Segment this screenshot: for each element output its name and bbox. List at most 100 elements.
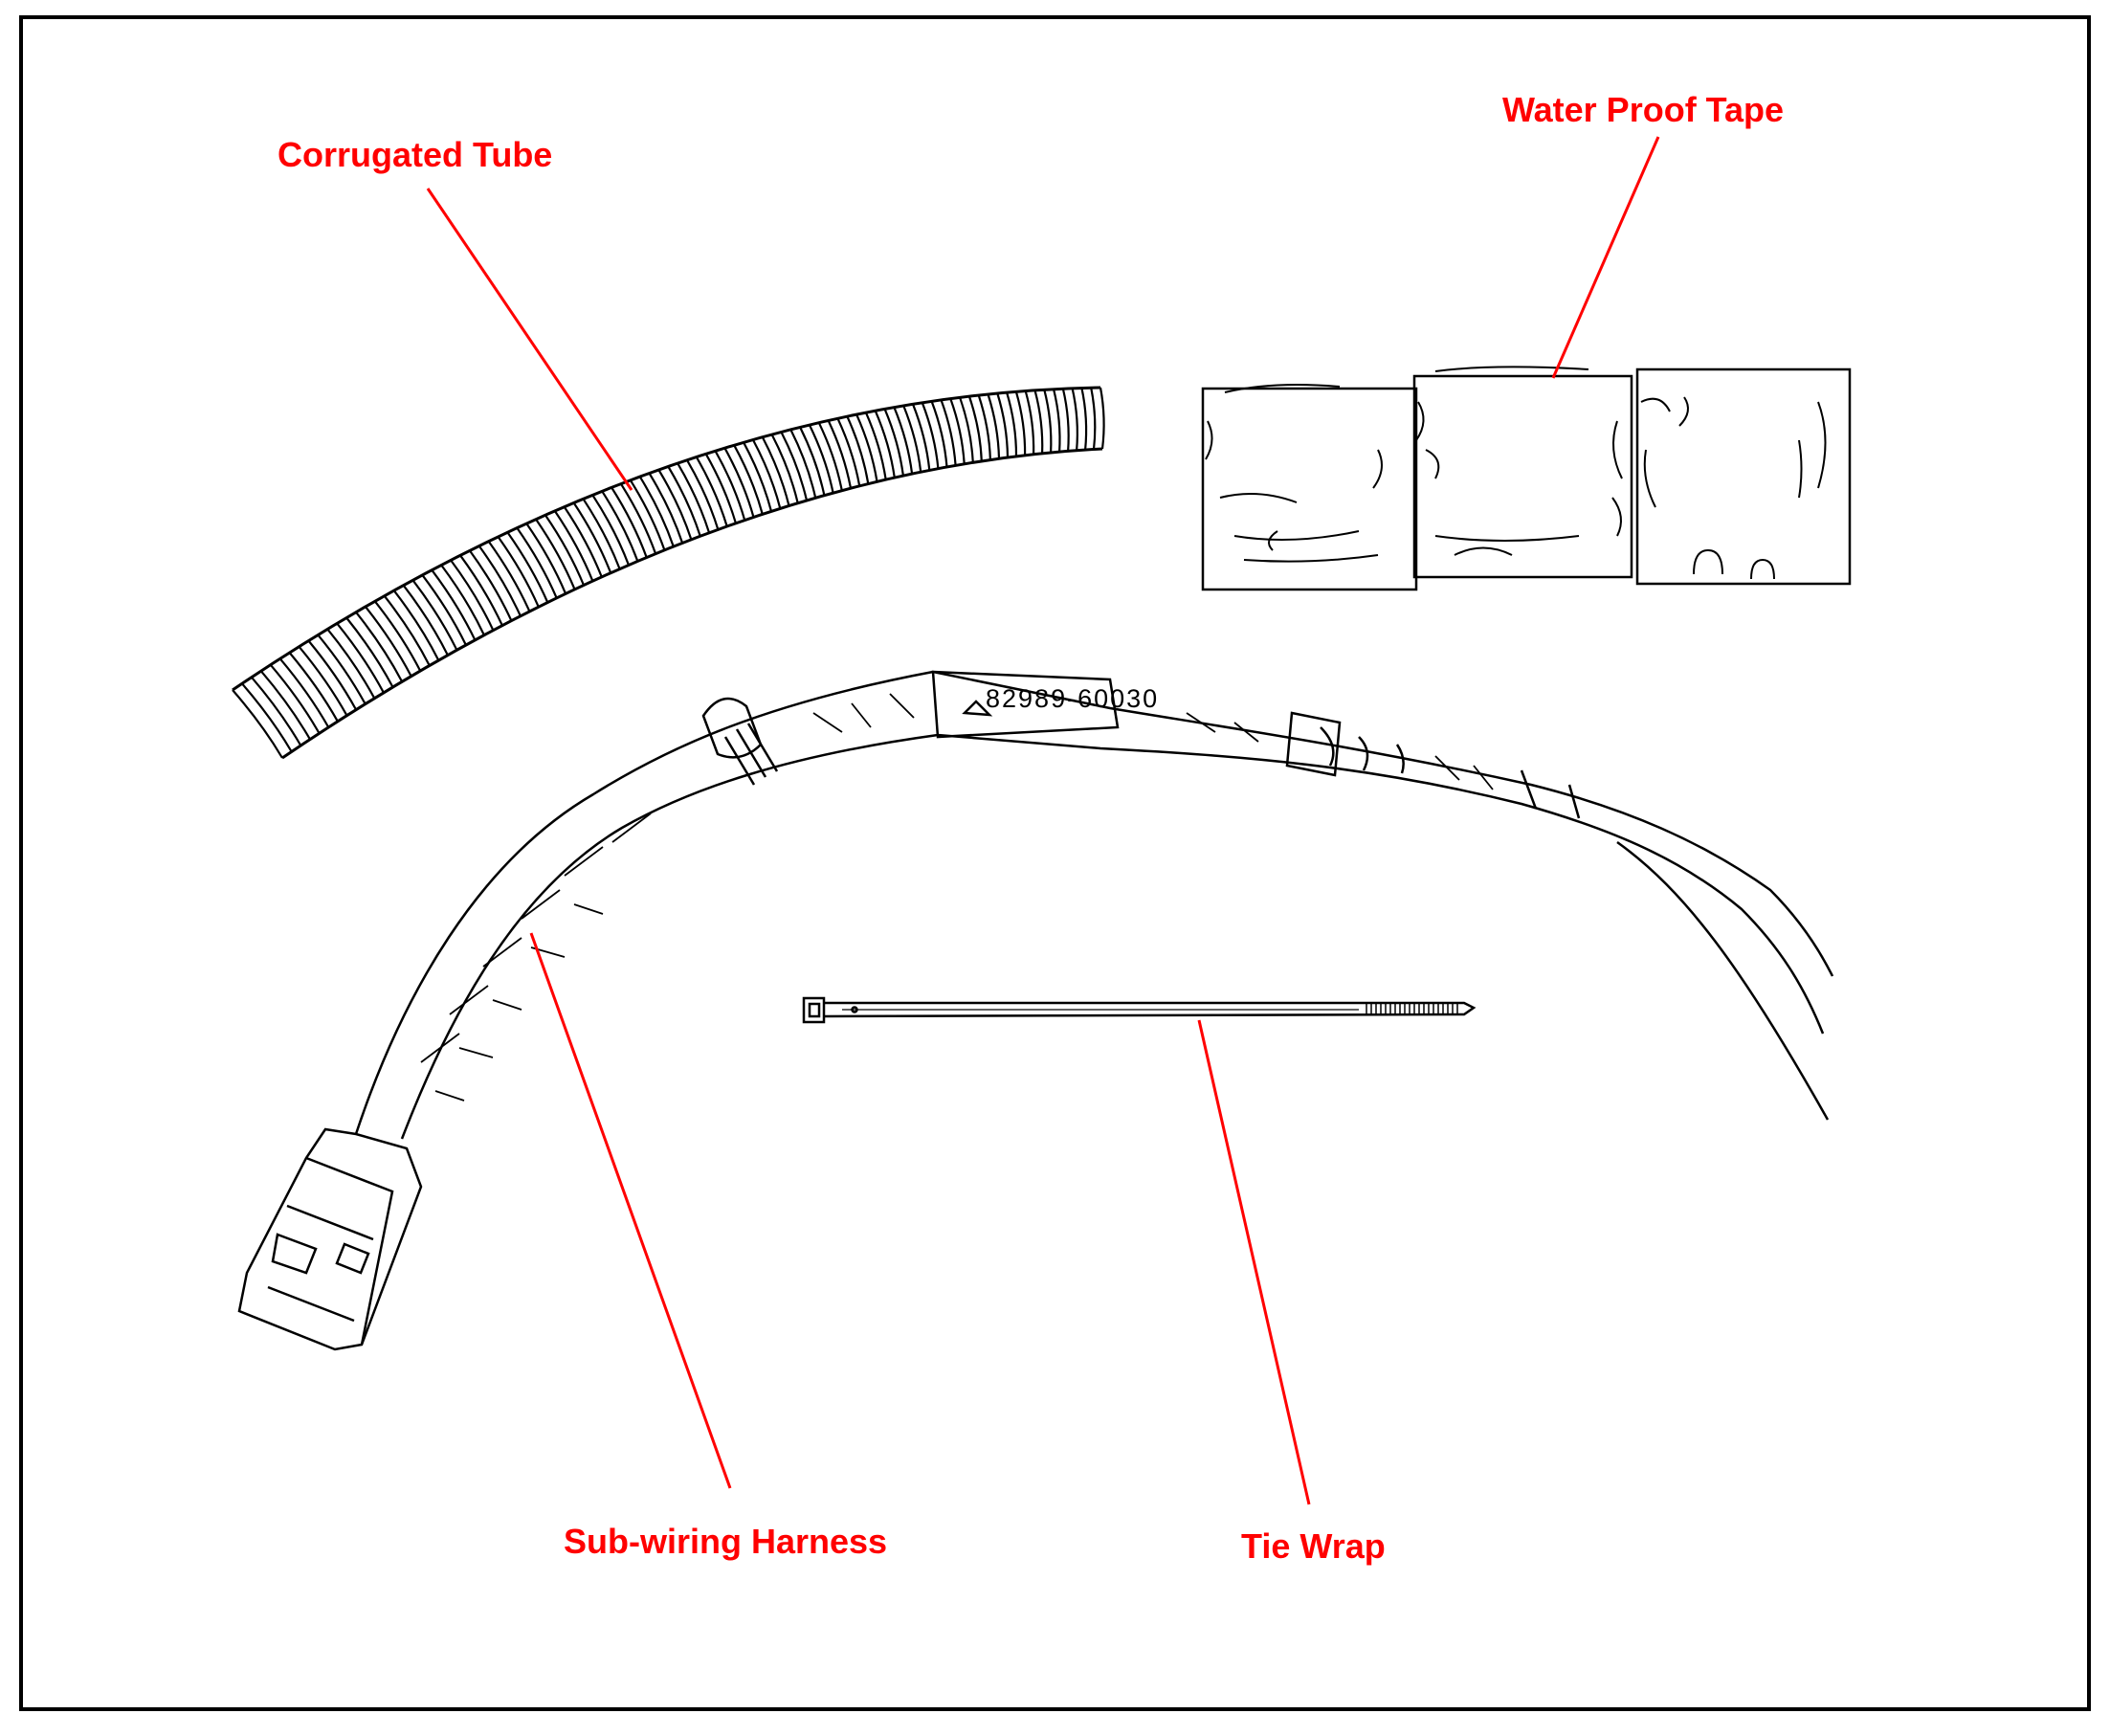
tube-rib xyxy=(431,569,477,641)
tube-rib xyxy=(987,393,1001,459)
tube-rib xyxy=(563,505,603,578)
tube-rib xyxy=(921,402,940,469)
tube-rib xyxy=(459,554,503,627)
tube-rib xyxy=(1061,388,1070,452)
tube-rib xyxy=(959,396,974,463)
leader-corrugated-tube xyxy=(426,188,633,491)
tube-rib xyxy=(714,450,746,521)
tube-rib xyxy=(799,426,826,496)
tie-wrap-teeth xyxy=(1366,1004,1458,1015)
tube-rib xyxy=(751,438,782,509)
leader-lines xyxy=(426,136,1660,1505)
tube-rib xyxy=(657,469,693,541)
tube-rib xyxy=(288,652,339,723)
tube-rib xyxy=(629,479,666,551)
tube-rib xyxy=(278,657,330,728)
tube-rib xyxy=(601,490,639,562)
sub-wiring-harness-drawing xyxy=(237,670,1834,1351)
tube-rib xyxy=(355,612,404,682)
tube-rib xyxy=(411,579,458,651)
tube-ribs xyxy=(232,387,1105,759)
tube-rib xyxy=(686,459,720,530)
tube-rib xyxy=(259,670,311,741)
tube-rib xyxy=(855,413,878,482)
tube-rib xyxy=(535,518,576,590)
label-sub-wiring-harness: Sub-wiring Harness xyxy=(564,1522,888,1561)
tube-rib xyxy=(911,403,931,471)
tube-rib xyxy=(392,590,440,661)
tube-rib xyxy=(572,501,612,574)
tube-rib xyxy=(846,415,870,484)
part-number: 82989-60030 xyxy=(986,684,1159,713)
tube-rib xyxy=(1014,390,1027,456)
tube-rib xyxy=(1053,389,1061,453)
frame-border xyxy=(19,15,2091,1711)
tube-rib xyxy=(902,405,922,473)
tube-rib xyxy=(704,453,737,524)
leader-sub-wiring-harness xyxy=(529,932,732,1489)
tube-rib xyxy=(1033,389,1044,454)
tube-rib xyxy=(345,616,394,688)
tube-rib xyxy=(298,645,348,717)
tube-rib xyxy=(1043,389,1053,453)
tube-rib xyxy=(611,486,648,558)
tube-rib xyxy=(808,424,834,494)
tube-rib xyxy=(591,494,631,566)
tube-rib xyxy=(487,540,531,612)
tube-rib xyxy=(421,574,467,646)
tube-rib xyxy=(241,682,293,753)
tube-rib xyxy=(761,436,790,506)
leader-water-proof-tape xyxy=(1551,136,1660,379)
water-proof-tape-drawing xyxy=(1201,366,1852,591)
tube-rib xyxy=(373,600,422,672)
tube-rib xyxy=(1024,390,1035,455)
tube-rib xyxy=(440,564,485,636)
tube-rib xyxy=(770,434,799,503)
tube-rib xyxy=(1071,388,1078,451)
tube-rib xyxy=(365,606,412,678)
tube-rib xyxy=(469,549,513,622)
leader-tie-wrap xyxy=(1197,1019,1311,1505)
tube-rib xyxy=(232,689,283,759)
tube-rib xyxy=(326,628,376,700)
label-water-proof-tape: Water Proof Tape xyxy=(1502,90,1785,129)
tube-rib xyxy=(864,412,887,480)
tube-rib xyxy=(836,417,861,486)
tube-rib xyxy=(383,595,431,666)
tube-rib xyxy=(883,408,904,477)
tube-rib xyxy=(336,622,385,694)
tube-rib xyxy=(940,399,957,466)
tube-rib xyxy=(695,456,728,527)
tube-rib xyxy=(619,483,657,554)
tube-rib xyxy=(525,523,567,594)
tube-rib xyxy=(478,545,522,617)
corrugated-tube-drawing xyxy=(232,386,1105,760)
tube-rib xyxy=(677,462,711,534)
tube-rib xyxy=(1080,388,1088,451)
tube-rib xyxy=(743,441,773,512)
tie-wrap-drawing xyxy=(802,996,1477,1024)
tube-rib xyxy=(553,510,594,582)
tube-rib xyxy=(506,531,549,603)
tube-rib xyxy=(789,429,817,499)
tube-rib xyxy=(827,419,853,489)
tube-rib xyxy=(977,394,991,460)
label-tie-wrap: Tie Wrap xyxy=(1241,1526,1386,1566)
tube-rib xyxy=(544,514,586,586)
tube-rib xyxy=(967,395,983,461)
tube-rib xyxy=(930,400,948,468)
tube-rib xyxy=(893,407,914,475)
tube-rib xyxy=(667,465,701,537)
tube-rib xyxy=(269,663,321,734)
tube-rib xyxy=(497,536,540,608)
tube-rib xyxy=(733,444,764,515)
tube-rib xyxy=(307,639,358,711)
tube-rib xyxy=(1090,387,1097,450)
tube-rib xyxy=(949,398,966,464)
tube-rib xyxy=(1099,387,1105,450)
tube-rib xyxy=(402,584,449,657)
tube-rib xyxy=(996,392,1010,458)
tube-rib xyxy=(723,447,755,518)
